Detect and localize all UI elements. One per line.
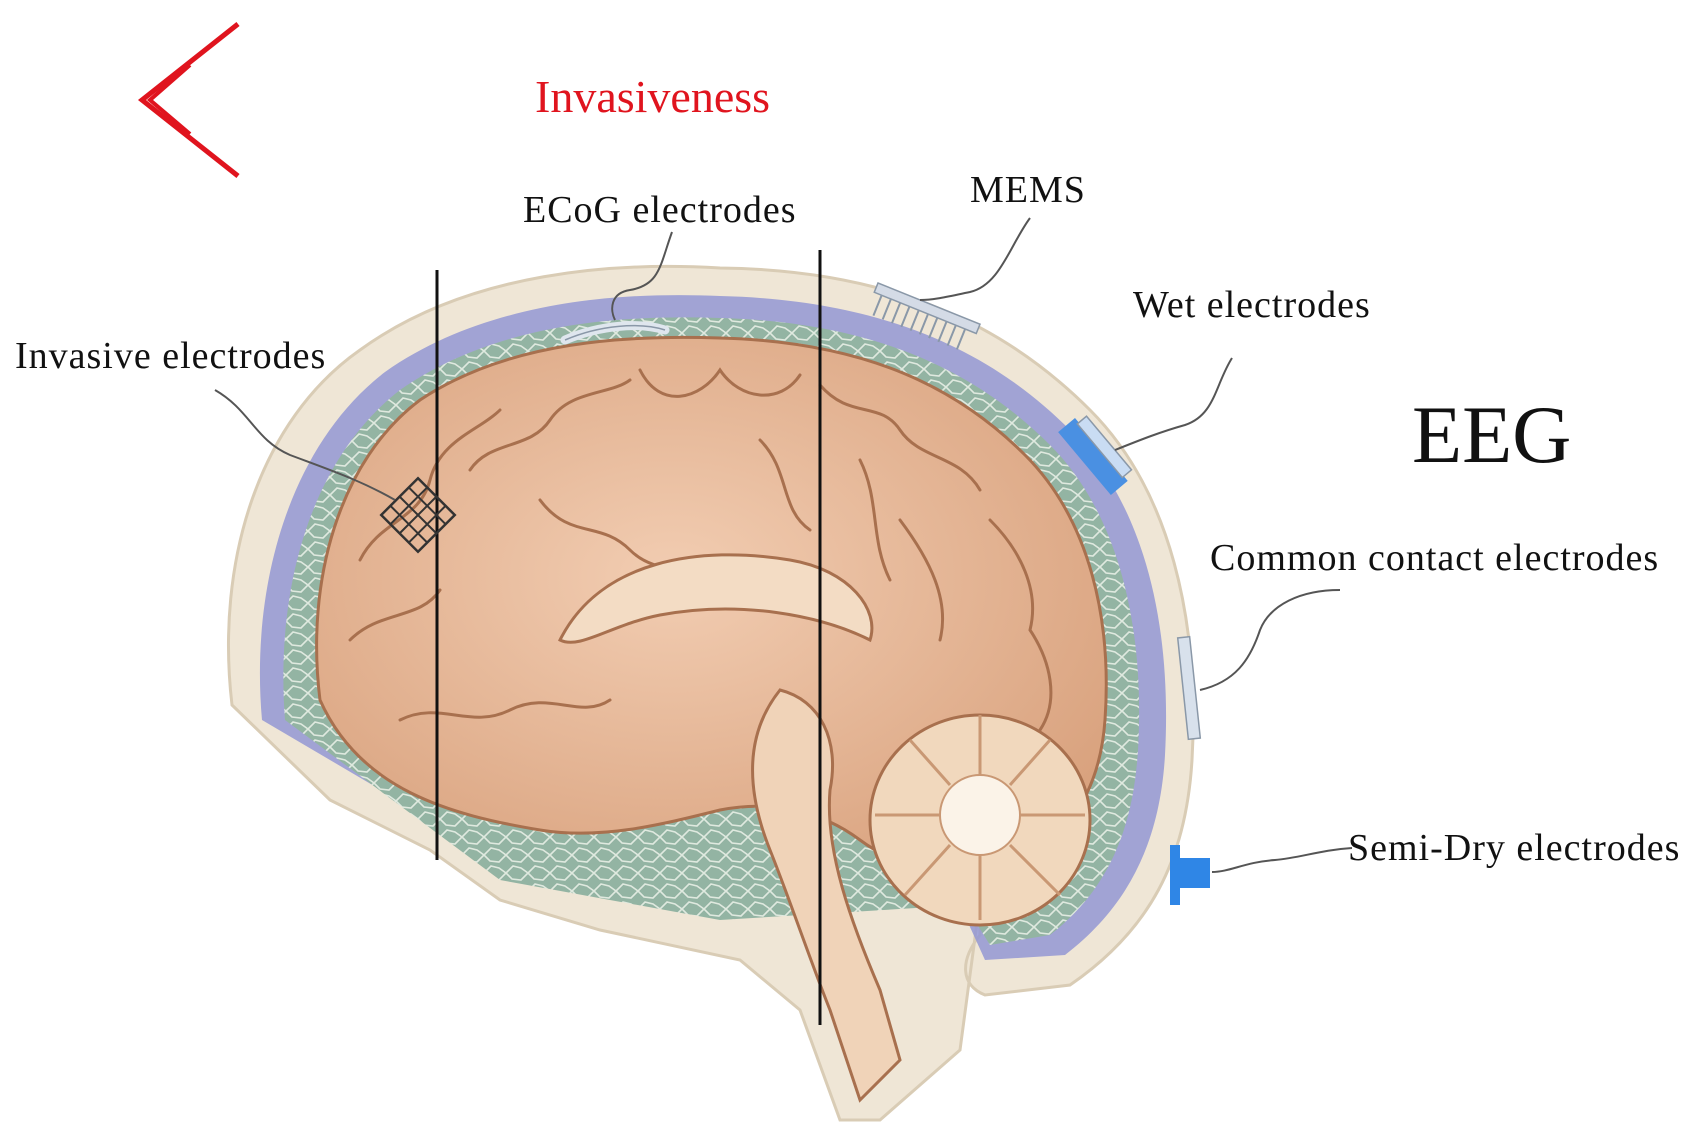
brainstem [751, 688, 902, 1103]
common-contact-leader [1199, 589, 1341, 691]
arrow-head [137, 22, 240, 178]
corpus-callosum [557, 553, 874, 644]
invasive-leader [214, 389, 396, 501]
wet-electrodes-label: Wet electrodes [1133, 284, 1371, 326]
invasiveness-label: Invasiveness [535, 71, 770, 122]
cerebellum [868, 713, 1092, 927]
semi-dry-electrodes-label: Semi-Dry electrodes [1348, 827, 1680, 869]
invasiveness-arrow [137, 22, 1420, 178]
head-illustration [226, 264, 1195, 1122]
wet-electrode [1058, 415, 1133, 495]
mems-leader [919, 217, 1031, 301]
invasive-electrode-grid [379, 476, 457, 554]
semi-dry-leader [1211, 847, 1353, 873]
ecog-electrode-strip-outline [564, 324, 666, 341]
ecog-electrodes-label: ECoG electrodes [523, 189, 797, 231]
arrow-head-inner [146, 63, 192, 136]
mems-label: MEMS [970, 169, 1086, 211]
common-contact-electrodes-label: Common contact electrodes [1210, 537, 1659, 579]
eeg-label: EEG [1412, 389, 1571, 480]
semi-dry-electrode [1170, 845, 1210, 905]
ecog-leader [611, 231, 673, 321]
invasive-electrodes-label: Invasive electrodes [15, 335, 326, 377]
common-contact-electrode [1176, 635, 1202, 741]
wet-leader [1114, 357, 1233, 451]
mems-electrode [872, 282, 981, 350]
leader-lines [214, 217, 1353, 873]
